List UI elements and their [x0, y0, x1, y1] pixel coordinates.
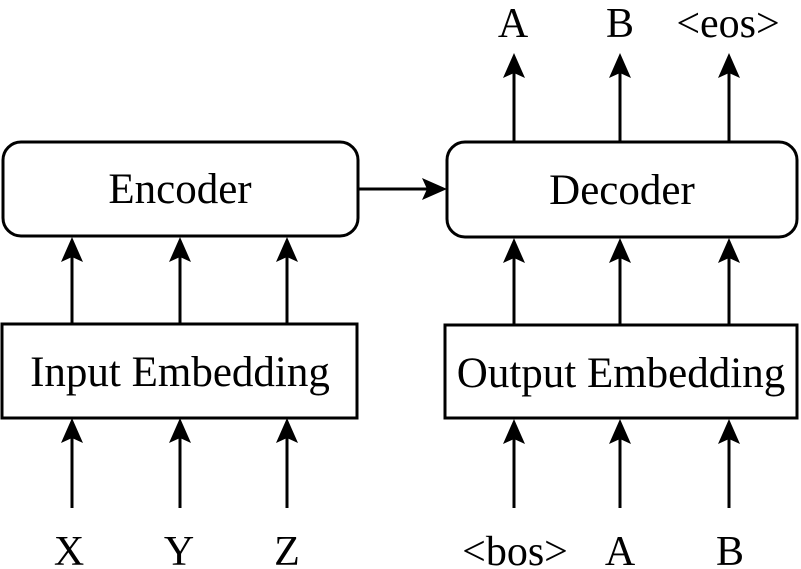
decoder-input-token-arrow-3 — [718, 419, 740, 508]
arrow-head — [609, 419, 631, 444]
output-token-a: A — [498, 1, 529, 47]
output-embedding-to-decoder-arrow-1 — [503, 238, 525, 325]
decoder-input-token-arrow-2 — [609, 419, 631, 508]
input-token-to-embedding-arrow-1 — [61, 418, 83, 508]
decoder-to-output-token-arrow-1 — [503, 53, 525, 142]
input-token-to-embedding-arrow-2 — [169, 418, 191, 508]
decoder-input-token-bos: <bos> — [462, 529, 568, 569]
input-embedding-label: Input Embedding — [30, 349, 330, 396]
output-embedding-to-decoder-arrow-3 — [718, 238, 740, 325]
arrow-head — [503, 238, 525, 263]
arrow-head — [61, 418, 83, 443]
arrow-head — [718, 53, 740, 78]
arrow-head — [169, 237, 191, 262]
decoder-input-token-b: B — [716, 529, 744, 569]
input-embedding-to-encoder-arrow-3 — [276, 237, 298, 324]
arrow-head — [503, 53, 525, 78]
decoder-input-token-a: A — [605, 529, 636, 569]
input-token-z: Z — [274, 529, 300, 569]
arrow-head — [718, 238, 740, 263]
encoder-to-decoder-arrow — [358, 178, 447, 200]
output-token-b: B — [606, 1, 634, 47]
arrow-head — [61, 237, 83, 262]
arrow-head — [718, 419, 740, 444]
input-token-to-embedding-arrow-3 — [276, 418, 298, 508]
decoder-label: Decoder — [549, 167, 695, 214]
decoder-input-token-arrow-1 — [503, 419, 525, 508]
output-embedding-box — [443, 323, 799, 420]
input-embedding-to-encoder-arrow-2 — [169, 237, 191, 324]
input-embedding-box — [0, 322, 359, 420]
arrow-head — [169, 418, 191, 443]
encoder-to-decoder-arrow-head — [422, 178, 447, 200]
arrow-head — [609, 53, 631, 78]
output-token-eos: <eos> — [676, 1, 779, 47]
output-embedding-label: Output Embedding — [457, 350, 785, 397]
input-token-y: Y — [164, 529, 194, 569]
encoder-label: Encoder — [108, 166, 251, 213]
arrow-head — [276, 418, 298, 443]
input-embedding-to-encoder-arrow-1 — [61, 237, 83, 324]
decoder-to-output-token-arrow-3 — [718, 53, 740, 142]
decoder-to-output-token-arrow-2 — [609, 53, 631, 142]
input-token-x: X — [54, 529, 84, 569]
arrow-head — [276, 237, 298, 262]
arrow-head — [503, 419, 525, 444]
decoder-box — [445, 140, 799, 239]
output-embedding-to-decoder-arrow-2 — [609, 238, 631, 325]
arrow-head — [609, 238, 631, 263]
